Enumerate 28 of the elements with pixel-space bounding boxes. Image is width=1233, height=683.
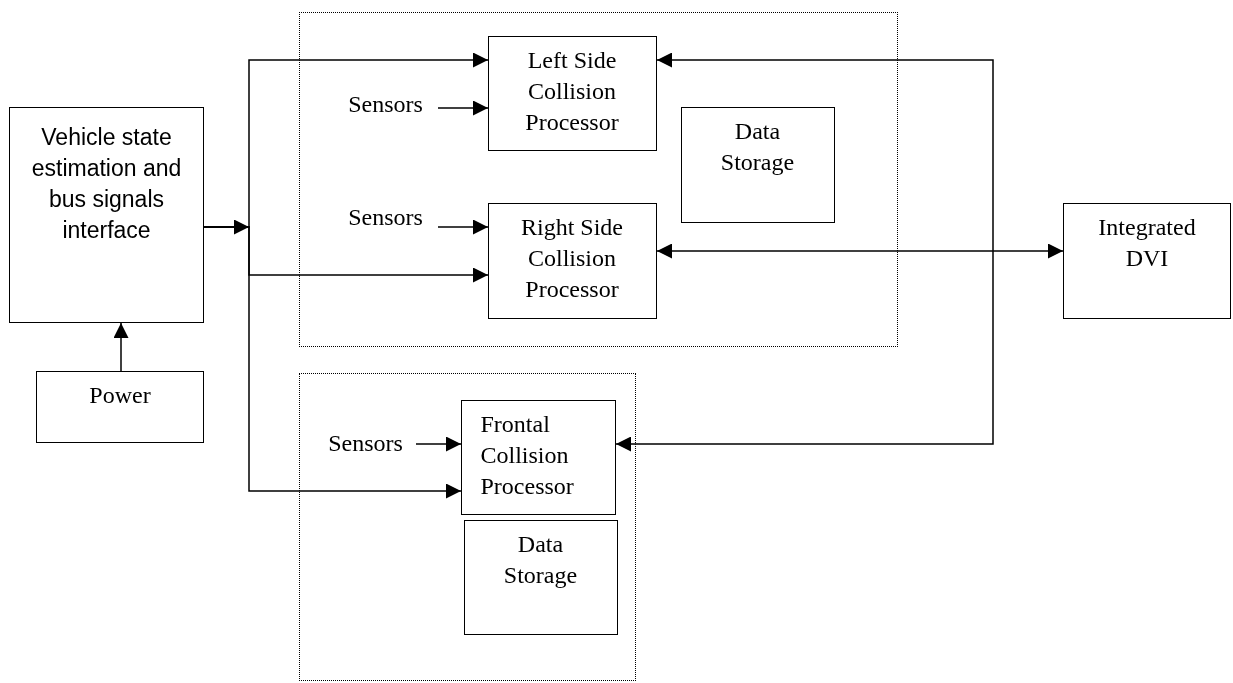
process-box: [1063, 203, 1231, 319]
box-label: Integrated DVI: [1097, 213, 1197, 273]
arrow: [415, 436, 462, 452]
arrow: [615, 52, 994, 452]
box-label: Data Storage: [719, 116, 796, 177]
process-box: [487, 35, 657, 151]
arrow: [113, 322, 129, 372]
box-label: Data Storage: [502, 529, 579, 590]
box-label: Power: [88, 381, 152, 410]
box-label: Vehicle state estimation and bus signals interface: [30, 123, 183, 245]
sensor-label: Sensors: [328, 429, 403, 458]
process-box: [9, 107, 204, 323]
sensor-label: Sensors: [348, 203, 423, 232]
box-label: Left Side Collision Processor: [524, 45, 620, 137]
arrow: [203, 226, 462, 499]
process-box: [487, 202, 657, 319]
sensor-label: Sensors: [348, 90, 423, 119]
arrow: [656, 243, 1064, 259]
box-label: Frontal Collision Processor: [479, 409, 575, 501]
dotted-group-frame: [299, 12, 898, 347]
process-box: [680, 106, 835, 223]
box-label: Right Side Collision Processor: [520, 212, 624, 304]
dotted-group-frame: [299, 373, 636, 681]
process-box: [460, 399, 616, 515]
process-box: [36, 371, 204, 443]
process-box: [463, 519, 618, 635]
arrow: [437, 219, 489, 235]
arrow: [437, 100, 489, 116]
